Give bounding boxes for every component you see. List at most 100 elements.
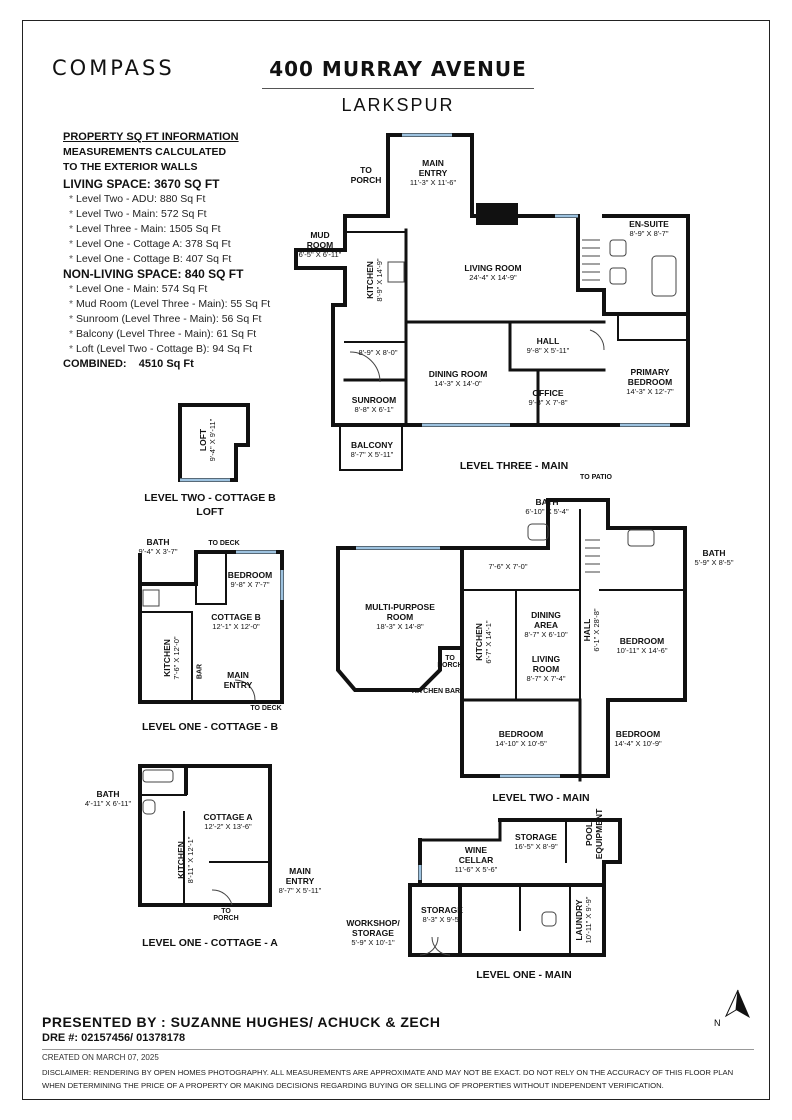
room-name: OFFICE bbox=[532, 388, 564, 398]
room-dim: 14'-10" X 10'-5" bbox=[495, 739, 547, 748]
room-name: HALL bbox=[536, 336, 560, 346]
room-name: MAIN ENTRY bbox=[285, 866, 315, 886]
level3-outer-wall bbox=[386, 133, 690, 427]
room-dim: 18'-3" X 14'-8" bbox=[376, 622, 424, 631]
disclaimer: DISCLAIMER: RENDERING BY OPEN HOMES PHOT… bbox=[42, 1068, 734, 1090]
room-name: COTTAGE A bbox=[203, 812, 253, 822]
room-name: BEDROOM bbox=[227, 570, 273, 580]
room-dim: 14'-3" X 12'-7" bbox=[626, 387, 674, 396]
room-dim: 8'-7" X 5'-11" bbox=[278, 886, 322, 895]
sqft-info: PROPERTY SQ FT INFORMATION MEASUREMENTS … bbox=[63, 130, 270, 372]
room-name: DINING AREA bbox=[531, 610, 561, 630]
room-name: LIVING ROOM bbox=[531, 654, 561, 674]
level3-west-wall bbox=[294, 133, 390, 427]
room-dim: 8'-3" X 9'-5" bbox=[422, 915, 462, 924]
to-porch-ca: TO PORCH bbox=[213, 908, 239, 922]
room-dim: 8'-9" X 8'-0" bbox=[358, 348, 398, 357]
room-name: KITCHEN bbox=[176, 841, 186, 879]
created-date: CREATED ON MARCH 07, 2025 bbox=[42, 1053, 159, 1062]
room-name: KITCHEN bbox=[474, 623, 484, 661]
level-two-cottage-b-title: LEVEL TWO - COTTAGE B bbox=[144, 492, 276, 504]
room-name: LOFT bbox=[198, 428, 208, 452]
room-dim: 11'-3" X 11'-6" bbox=[409, 178, 457, 187]
room-dim: 7'-6" X 12'-0" bbox=[172, 636, 181, 680]
loft-title: LOFT bbox=[196, 506, 224, 518]
multi-purpose-walls bbox=[336, 546, 464, 692]
room-name: BATH bbox=[146, 537, 170, 547]
room-name: BATH bbox=[535, 497, 559, 507]
room-name: DINING ROOM bbox=[428, 369, 488, 379]
nonliving-item: Sunroom (Level Three - Main): 56 Sq Ft bbox=[63, 312, 270, 327]
to-patio-label: TO PATIO bbox=[580, 474, 612, 481]
sqft-note-2: TO THE EXTERIOR WALLS bbox=[63, 161, 198, 173]
room-dim: 8'-11" X 12'-1" bbox=[186, 836, 195, 884]
to-deck-bottom: TO DECK bbox=[250, 705, 282, 712]
room-dim: 10'-11" X 9'-9" bbox=[584, 896, 593, 944]
nonliving-item: Mud Room (Level Three - Main): 55 Sq Ft bbox=[63, 297, 270, 312]
brand-logo: COMPASS bbox=[52, 56, 175, 80]
room-pool-equipment: POOL EQUIPMENT bbox=[584, 808, 604, 860]
to-porch-label: TO PORCH bbox=[350, 165, 382, 185]
to-deck-top: TO DECK bbox=[208, 540, 240, 547]
nonliving-item: Balcony (Level Three - Main): 61 Sq Ft bbox=[63, 327, 270, 342]
level-one-cottage-b-title: LEVEL ONE - COTTAGE - B bbox=[141, 721, 279, 733]
level-one-main-title: LEVEL ONE - MAIN bbox=[476, 969, 572, 981]
room-name: BEDROOM bbox=[619, 636, 665, 646]
room-dim: 8'-8" X 6'-1" bbox=[354, 405, 394, 414]
nonliving-space-title: NON-LIVING SPACE: 840 SQ FT bbox=[63, 267, 244, 281]
north-arrow-icon: N bbox=[714, 989, 750, 1028]
nonliving-item: Level One - Main: 574 Sq Ft bbox=[63, 282, 270, 297]
storage-pool-walls bbox=[498, 818, 622, 887]
sqft-heading: PROPERTY SQ FT INFORMATION bbox=[63, 131, 239, 143]
room-dim: 6'-1" X 28'-8" bbox=[592, 608, 601, 652]
room-dim: 9'-4" X 3'-7" bbox=[138, 547, 178, 556]
room-dim: 11'-6" X 5'-6" bbox=[454, 865, 498, 874]
room-name: BATH bbox=[702, 548, 726, 558]
room-name: COTTAGE B bbox=[211, 612, 261, 622]
room-dim: 24'-4" X 14'-9" bbox=[469, 273, 517, 282]
footer-divider bbox=[42, 1049, 754, 1050]
room-dim: 9'-8" X 7'-8" bbox=[528, 398, 568, 407]
combined-value: 4510 Sq Ft bbox=[138, 358, 194, 370]
combined-label: COMBINED: bbox=[63, 358, 127, 370]
room-name: MULTI-PURPOSE ROOM bbox=[365, 602, 435, 622]
room-name: STORAGE bbox=[421, 905, 463, 915]
room-name: EN-SUITE bbox=[629, 219, 669, 229]
room-dim: 8'-7" X 5'-11" bbox=[350, 450, 394, 459]
level-three-main-title: LEVEL THREE - MAIN bbox=[459, 460, 569, 472]
page-frame bbox=[22, 20, 770, 1100]
room-name: BEDROOM bbox=[615, 729, 661, 739]
room-name: SUNROOM bbox=[351, 395, 397, 405]
room-dim: 14'-3" X 14'-0" bbox=[434, 379, 482, 388]
room-name: MUD ROOM bbox=[306, 230, 334, 250]
level-one-cottage-a-title: LEVEL ONE - COTTAGE - A bbox=[142, 937, 278, 949]
room-dim: 16'-5" X 8'-9" bbox=[514, 842, 558, 851]
room-dim: 4'-11" X 6'-11" bbox=[84, 799, 132, 808]
room-dim: 5'-9" X 10'-1" bbox=[351, 938, 395, 947]
room-dim: 9'-8" X 7'-7" bbox=[230, 580, 270, 589]
kitchen-bar-label: KITCHEN BAR bbox=[411, 688, 461, 695]
